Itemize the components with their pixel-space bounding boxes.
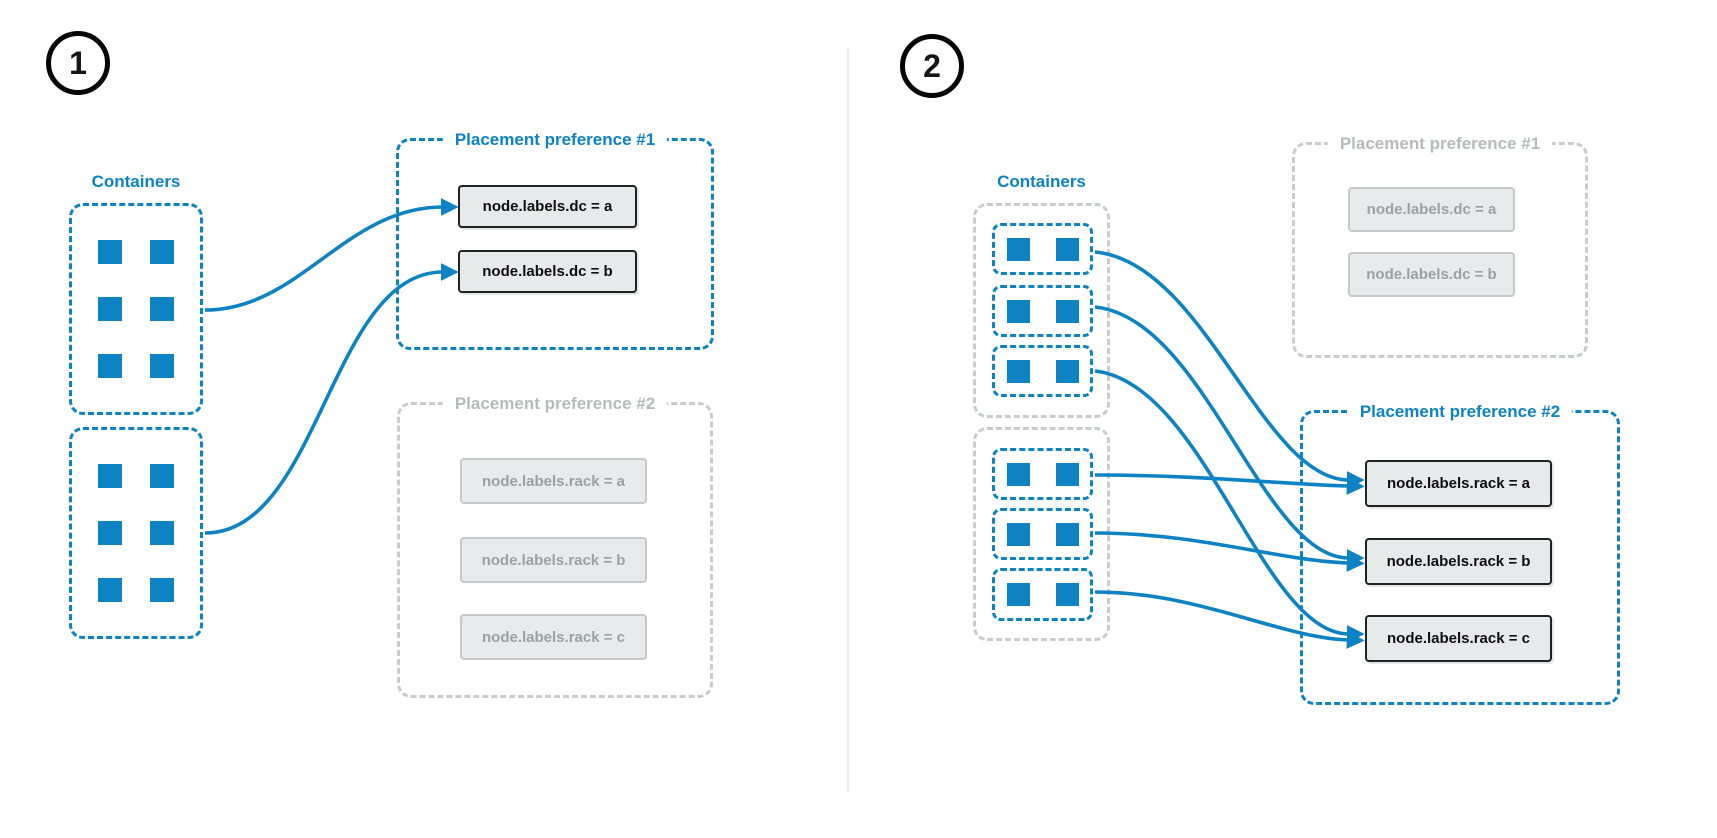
step-1-badge: 1 [46, 31, 110, 95]
containers-label: Containers [91, 172, 181, 191]
container-icon [1006, 583, 1030, 606]
container-icon [1055, 299, 1079, 323]
container-icon [98, 354, 122, 378]
node-label-rack-a: node.labels.rack = a [1365, 460, 1552, 507]
container-icon [150, 464, 174, 488]
preference-box-1-active: Placement preference #1 [396, 129, 714, 350]
container-icon [1055, 359, 1079, 383]
preference-box-1-inactive: Placement preference #1 [1292, 133, 1588, 358]
node-label-rack-c-inactive: node.labels.rack = c [460, 614, 647, 660]
container-icon [1055, 462, 1079, 486]
container-subgroup-5 [992, 508, 1093, 560]
container-icon [150, 297, 174, 321]
preference-2-title: Placement preference #2 [442, 393, 668, 415]
container-icon [1055, 237, 1079, 261]
container-icon [150, 354, 174, 378]
container-subgroup-3 [992, 345, 1093, 397]
step-2-badge: 2 [900, 34, 964, 98]
container-icon [1006, 237, 1030, 261]
container-subgroup-1 [992, 223, 1093, 275]
containers-label: Containers [997, 172, 1086, 191]
container-icon [98, 240, 122, 264]
node-label-dc-a: node.labels.dc = a [458, 185, 637, 228]
container-subgroup-2 [992, 285, 1093, 337]
node-label-rack-a-inactive: node.labels.rack = a [460, 458, 647, 504]
container-group-1 [69, 203, 203, 415]
preference-box-2-inactive: Placement preference #2 [397, 393, 713, 698]
container-subgroup-6 [992, 568, 1093, 621]
node-label-dc-a-inactive: node.labels.dc = a [1348, 187, 1515, 232]
node-label-rack-b: node.labels.rack = b [1365, 538, 1552, 585]
node-label-rack-c: node.labels.rack = c [1365, 615, 1552, 662]
container-icon [98, 521, 122, 545]
container-icon [150, 521, 174, 545]
container-icon [1006, 522, 1030, 546]
container-icon [1006, 299, 1030, 323]
container-subgroup-4 [992, 448, 1093, 500]
container-icon [1006, 359, 1030, 383]
container-icon [98, 297, 122, 321]
container-icon [150, 240, 174, 264]
container-icon [1055, 583, 1079, 606]
step-1-number: 1 [69, 44, 87, 81]
preference-1-title: Placement preference #1 [442, 129, 668, 151]
preference-2-title: Placement preference #2 [1347, 401, 1573, 423]
node-label-dc-b-inactive: node.labels.dc = b [1348, 252, 1515, 297]
container-group-2 [69, 427, 203, 639]
node-label-dc-b: node.labels.dc = b [458, 250, 637, 293]
container-icon [98, 578, 122, 602]
preference-1-title: Placement preference #1 [1327, 133, 1553, 155]
container-icon [98, 464, 122, 488]
step-2-number: 2 [923, 47, 941, 84]
node-label-rack-b-inactive: node.labels.rack = b [460, 537, 647, 583]
container-icon [150, 578, 174, 602]
container-icon [1006, 462, 1030, 486]
container-icon [1055, 522, 1079, 546]
